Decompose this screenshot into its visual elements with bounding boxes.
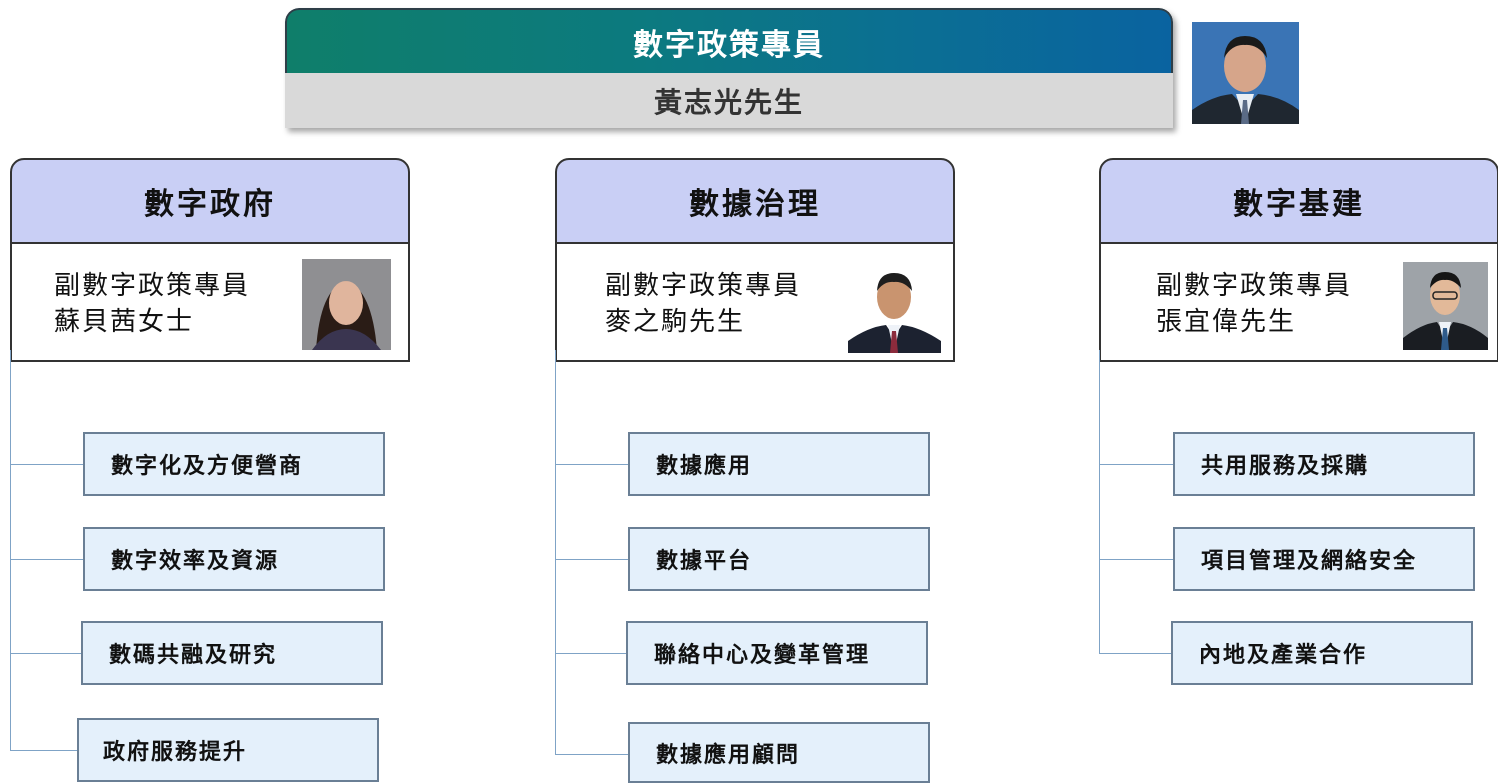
deputy-role: 副數字政策專員 xyxy=(605,271,802,301)
unit-box: 數據應用 xyxy=(628,432,930,496)
connector-trunk-1 xyxy=(10,350,11,750)
connector-branch xyxy=(555,754,628,755)
deputy-name: 麥之駒先生 xyxy=(605,307,746,337)
connector-trunk-3 xyxy=(1099,350,1100,654)
deputy-info-3: 副數字政策專員 張宜偉先生 xyxy=(1156,268,1352,340)
connector-branch xyxy=(1099,464,1173,465)
connector-branch xyxy=(10,464,83,465)
deputy-role: 副數字政策專員 xyxy=(1156,271,1353,301)
connector-branch xyxy=(555,559,628,560)
connector-branch xyxy=(1099,653,1171,654)
division-header-data-governance: 數據治理 xyxy=(555,158,955,244)
connector-trunk-2 xyxy=(555,350,556,754)
unit-box: 政府服務提升 xyxy=(77,718,379,782)
unit-box: 數字效率及資源 xyxy=(83,527,385,591)
unit-box: 數據平台 xyxy=(628,527,930,591)
commissioner-box: 數字政策專員 黃志光先生 xyxy=(285,8,1173,128)
deputy-photo-3 xyxy=(1403,262,1488,350)
connector-branch xyxy=(555,464,628,465)
connector-branch xyxy=(10,559,83,560)
division-header-digital-infrastructure: 數字基建 xyxy=(1099,158,1498,244)
unit-box: 項目管理及網絡安全 xyxy=(1173,527,1475,591)
unit-box: 共用服務及採購 xyxy=(1173,432,1475,496)
deputy-info-1: 副數字政策專員 蘇貝茜女士 xyxy=(54,268,250,340)
unit-box: 數碼共融及研究 xyxy=(81,621,383,685)
deputy-info-2: 副數字政策專員 麥之駒先生 xyxy=(605,268,801,340)
deputy-role: 副數字政策專員 xyxy=(54,271,251,301)
connector-branch xyxy=(10,653,81,654)
connector-branch xyxy=(555,653,626,654)
commissioner-photo xyxy=(1192,22,1299,124)
deputy-photo-2 xyxy=(848,263,941,353)
division-header-digital-government: 數字政府 xyxy=(10,158,410,244)
unit-box: 數字化及方便營商 xyxy=(83,432,385,496)
unit-box: 聯絡中心及變革管理 xyxy=(626,621,928,685)
unit-box: 數據應用顧問 xyxy=(628,722,930,783)
connector-branch xyxy=(1099,559,1173,560)
commissioner-title: 數字政策專員 xyxy=(285,8,1173,73)
deputy-name: 張宜偉先生 xyxy=(1156,307,1297,337)
commissioner-name: 黃志光先生 xyxy=(285,73,1173,128)
unit-box: 內地及產業合作 xyxy=(1171,621,1473,685)
deputy-photo-1 xyxy=(302,259,391,350)
connector-branch xyxy=(10,750,77,751)
deputy-name: 蘇貝茜女士 xyxy=(54,307,195,337)
